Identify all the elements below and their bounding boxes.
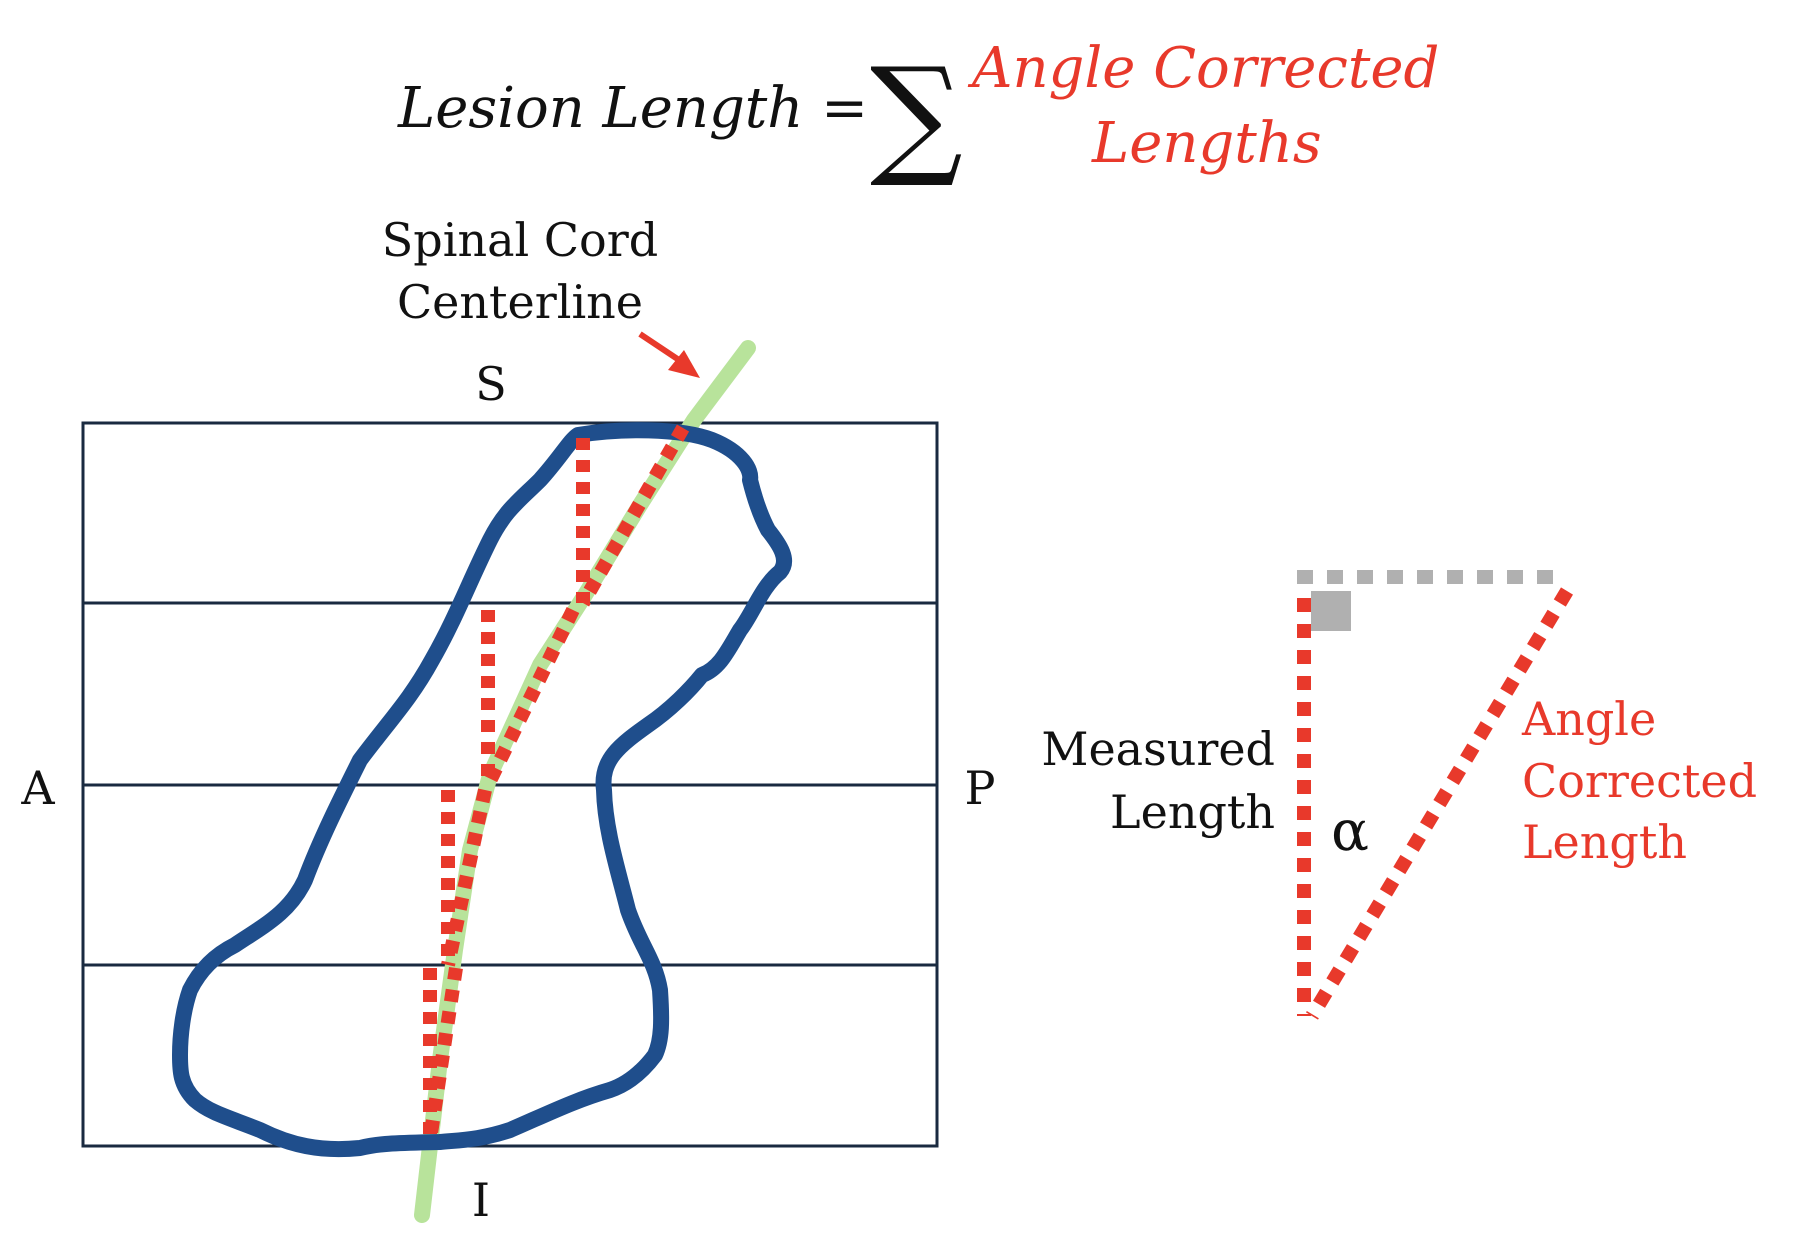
corrected-length-segment-1 <box>576 424 690 607</box>
orientation-posterior: P <box>965 761 996 815</box>
lesion-outline <box>172 422 793 1158</box>
summation-symbol: ∑ <box>870 39 963 191</box>
formula: Lesion Length = ∑ Angle Corrected Length… <box>397 36 1439 191</box>
right-angle-marker <box>1311 591 1351 631</box>
corrected-length-label-line1: Angle <box>1521 692 1656 746</box>
centerline-callout: Spinal Cord Centerline <box>382 213 700 378</box>
orientation-anterior: A <box>20 761 55 815</box>
corrected-length-label-line2: Corrected <box>1522 754 1757 808</box>
formula-rhs-line2: Lengths <box>1091 111 1322 176</box>
corrected-length-segment-4 <box>423 966 463 1142</box>
formula-rhs-line1: Angle Corrected <box>967 36 1439 101</box>
centerline-arrow-icon <box>638 331 700 378</box>
corrected-length-segment-2 <box>481 606 580 789</box>
segment-measurements <box>423 424 690 1142</box>
formula-lhs: Lesion Length = <box>397 76 868 141</box>
spinal-cord-centerline <box>414 340 756 1223</box>
slice-grid <box>81 421 939 1148</box>
centerline-label-line1: Spinal Cord <box>382 213 658 267</box>
orientation-superior: S <box>475 357 507 411</box>
corrected-length-segment-3 <box>441 788 492 967</box>
triangle-corrected-edge <box>1305 587 1574 1020</box>
orientation-inferior: I <box>472 1173 490 1227</box>
corrected-length-label-line3: Length <box>1522 815 1687 869</box>
measured-length-label-line2: Length <box>1110 785 1275 839</box>
angle-correction-triangle: Measured Length α Angle Corrected Length <box>1041 570 1757 1020</box>
centerline-label-line2: Centerline <box>397 275 643 329</box>
measured-length-label-line1: Measured <box>1041 722 1275 776</box>
angle-alpha-label: α <box>1331 799 1369 864</box>
